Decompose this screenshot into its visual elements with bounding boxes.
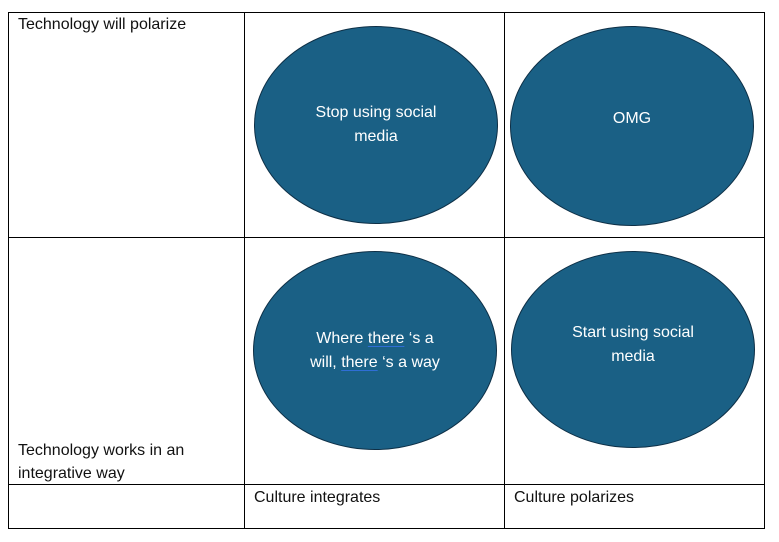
ellipse-bottom-left-label: Where there ‘s a will, there ‘s a way bbox=[310, 327, 440, 375]
ellipse-bottom-right-line1: Start using social bbox=[572, 323, 694, 341]
row-label-bottom-line2: integrative way bbox=[18, 465, 125, 482]
ellipse-bottom-right-line2: media bbox=[611, 347, 655, 365]
column-label-right: Culture polarizes bbox=[514, 489, 635, 506]
ellipse-bottom-left: Where there ‘s a will, there ‘s a way bbox=[253, 251, 497, 450]
row-label-top: Technology will polarize bbox=[18, 16, 187, 33]
grid-line-top bbox=[8, 12, 765, 13]
grid-line-bottom bbox=[8, 528, 765, 529]
grid-line-lower bbox=[8, 484, 765, 485]
ellipse-top-right-line1: OMG bbox=[612, 110, 652, 127]
ellipse-bottom-left-line1: Where there ‘s a bbox=[316, 329, 434, 347]
ellipse-top-left-line1: Stop using social bbox=[315, 104, 437, 121]
grid-line-middle bbox=[8, 237, 765, 238]
ellipse-bottom-left-line2: will, there ‘s a way bbox=[310, 353, 440, 371]
ellipse-top-left: Stop using social media bbox=[254, 26, 498, 224]
ellipse-top-right-label: OMG bbox=[613, 107, 651, 131]
ellipse-top-left-label: Stop using social media bbox=[316, 101, 437, 149]
ellipse-top-left-line2: media bbox=[354, 128, 398, 145]
ellipse-top-right: OMG bbox=[510, 26, 754, 226]
grid-line-col1 bbox=[244, 12, 245, 529]
ellipse-bottom-right: Start using social media bbox=[511, 251, 755, 448]
grid-line-col2 bbox=[504, 12, 505, 529]
ellipse-bottom-right-label: Start using social media bbox=[572, 321, 694, 369]
row-label-bottom-line1: Technology works in an bbox=[18, 442, 185, 459]
grid-line-right bbox=[764, 12, 765, 529]
grid-line-left bbox=[8, 12, 9, 529]
column-label-left: Culture integrates bbox=[254, 489, 381, 506]
